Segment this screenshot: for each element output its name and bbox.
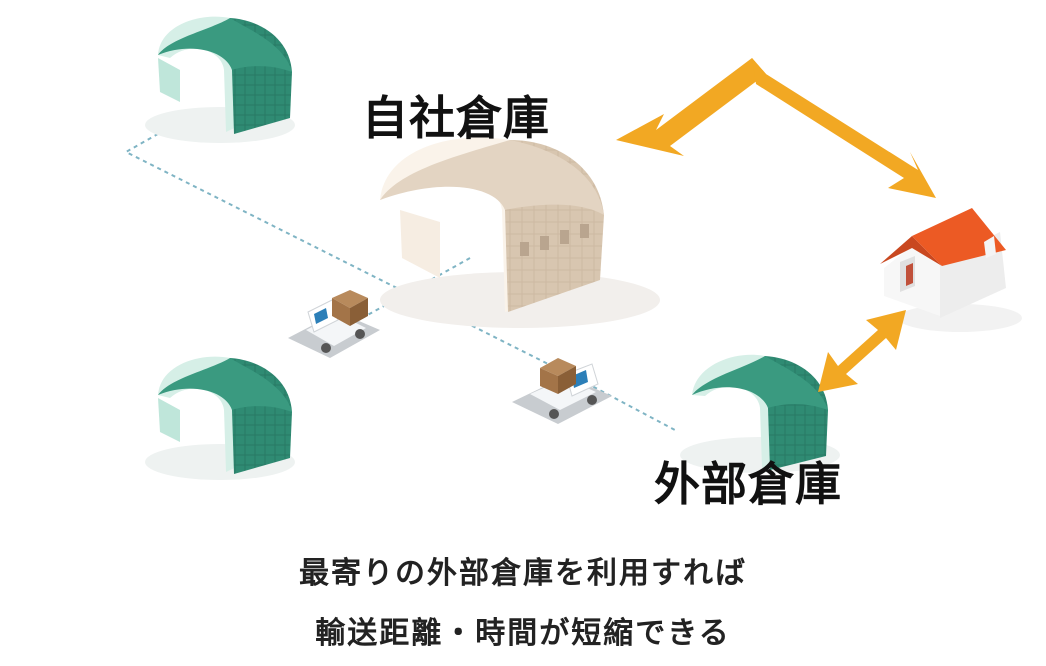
warehouse-green-bottom-left (145, 356, 295, 480)
caption-line-2: 輸送距離・時間が短縮できる (315, 616, 731, 651)
warehouse-own (380, 137, 660, 328)
caption-line-1: 最寄りの外部倉庫を利用すれば (299, 556, 747, 591)
double-arrow-icon (616, 58, 936, 198)
warehouse-green-top-left (145, 16, 295, 143)
external-warehouse-label: 外部倉庫 (654, 457, 842, 511)
warehouse-external (680, 354, 840, 473)
route-lines (123, 117, 676, 431)
truck-icon (288, 290, 380, 358)
house-icon (880, 208, 1022, 332)
warehouse-own-windows (520, 224, 589, 256)
route-line-top (123, 117, 676, 431)
truck-icon (512, 358, 612, 424)
own-warehouse-label: 自社倉庫 (362, 91, 550, 145)
double-arrow-icon (818, 310, 906, 392)
